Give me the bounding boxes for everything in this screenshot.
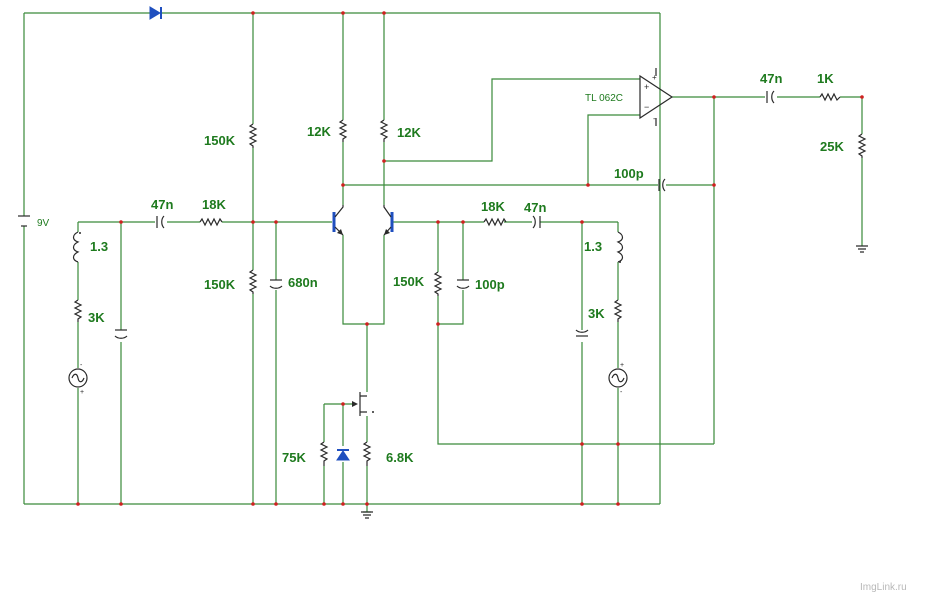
capacitor-47n-out [766,90,775,104]
svg-text:+: + [644,82,649,92]
opamp: + − + - [639,68,674,126]
svg-text:-: - [653,114,656,123]
capacitor-100p-feedback [658,178,666,192]
capacitor-100p-feedback-label: 100p [614,166,644,181]
resistor-18k-left-label: 18K [202,197,226,212]
resistor-6k8 [362,441,372,466]
resistor-12k-left [338,119,348,142]
capacitor-680n-label: 680n [288,275,318,290]
capacitor-47n-left-label: 47n [151,197,173,212]
coil-left-label: 1.3 [90,239,108,254]
watermark: ImgLink.ru [860,582,907,593]
resistor-150k-top-label: 150K [204,133,236,148]
resistor-150k-bottom [248,269,258,294]
ac-source-left: - + [68,362,88,396]
resistor-150k-bottom-label: 150K [204,277,236,292]
capacitor-100p-right-label: 100p [475,277,505,292]
resistor-75k [319,441,329,466]
resistor-3k-right [613,299,623,322]
resistor-3k-left-label: 3K [88,310,105,325]
transistor-left [332,205,344,236]
svg-text:+: + [80,389,84,396]
transistor-right [383,205,394,236]
resistor-75k-label: 75K [282,450,306,465]
ground-bottom [361,511,373,519]
svg-text:+: + [620,362,624,369]
resistor-150k-right-label: 150K [393,274,425,289]
svg-text:-: - [620,389,623,396]
wires [23,12,863,513]
resistor-1k [819,92,841,102]
resistor-3k-right-label: 3K [588,306,605,321]
coil-left [72,231,81,263]
svg-text:+: + [652,73,657,82]
coil-right [616,231,624,263]
ground-right [856,245,868,253]
resistor-150k-top [248,123,258,148]
resistor-1k-label: 1K [817,71,834,86]
coil-right-label: 1.3 [584,239,602,254]
capacitor-right-shunt [575,329,589,337]
capacitor-left-shunt [114,329,128,339]
resistor-12k-right-label: 12K [397,125,421,140]
svg-text:-: - [80,362,83,369]
resistor-3k-left [73,299,83,322]
capacitor-100p-right [456,279,470,289]
jfet [352,392,374,416]
capacitor-47n-out-label: 47n [760,71,782,86]
capacitor-680n [269,279,283,289]
opamp-label: TL 062C [585,93,623,104]
resistor-12k-left-label: 12K [307,124,331,139]
resistor-18k-left [199,217,223,227]
capacitor-47n-right-label: 47n [524,200,546,215]
ac-source-right: + - [608,362,628,396]
resistor-18k-right [483,217,507,227]
battery-label: 9V [37,218,50,229]
resistor-6k8-label: 6.8K [386,450,414,465]
battery [18,215,30,227]
svg-text:−: − [644,102,649,112]
diode-top [149,6,162,20]
capacitor-47n-right [532,215,541,229]
resistor-25k [857,133,867,158]
resistor-12k-right [379,119,389,142]
resistor-25k-label: 25K [820,139,844,154]
resistor-18k-right-label: 18K [481,199,505,214]
diode-gate [336,449,350,461]
capacitor-47n-left [156,215,165,229]
junction-dots [76,11,864,506]
resistor-150k-right [433,271,443,296]
